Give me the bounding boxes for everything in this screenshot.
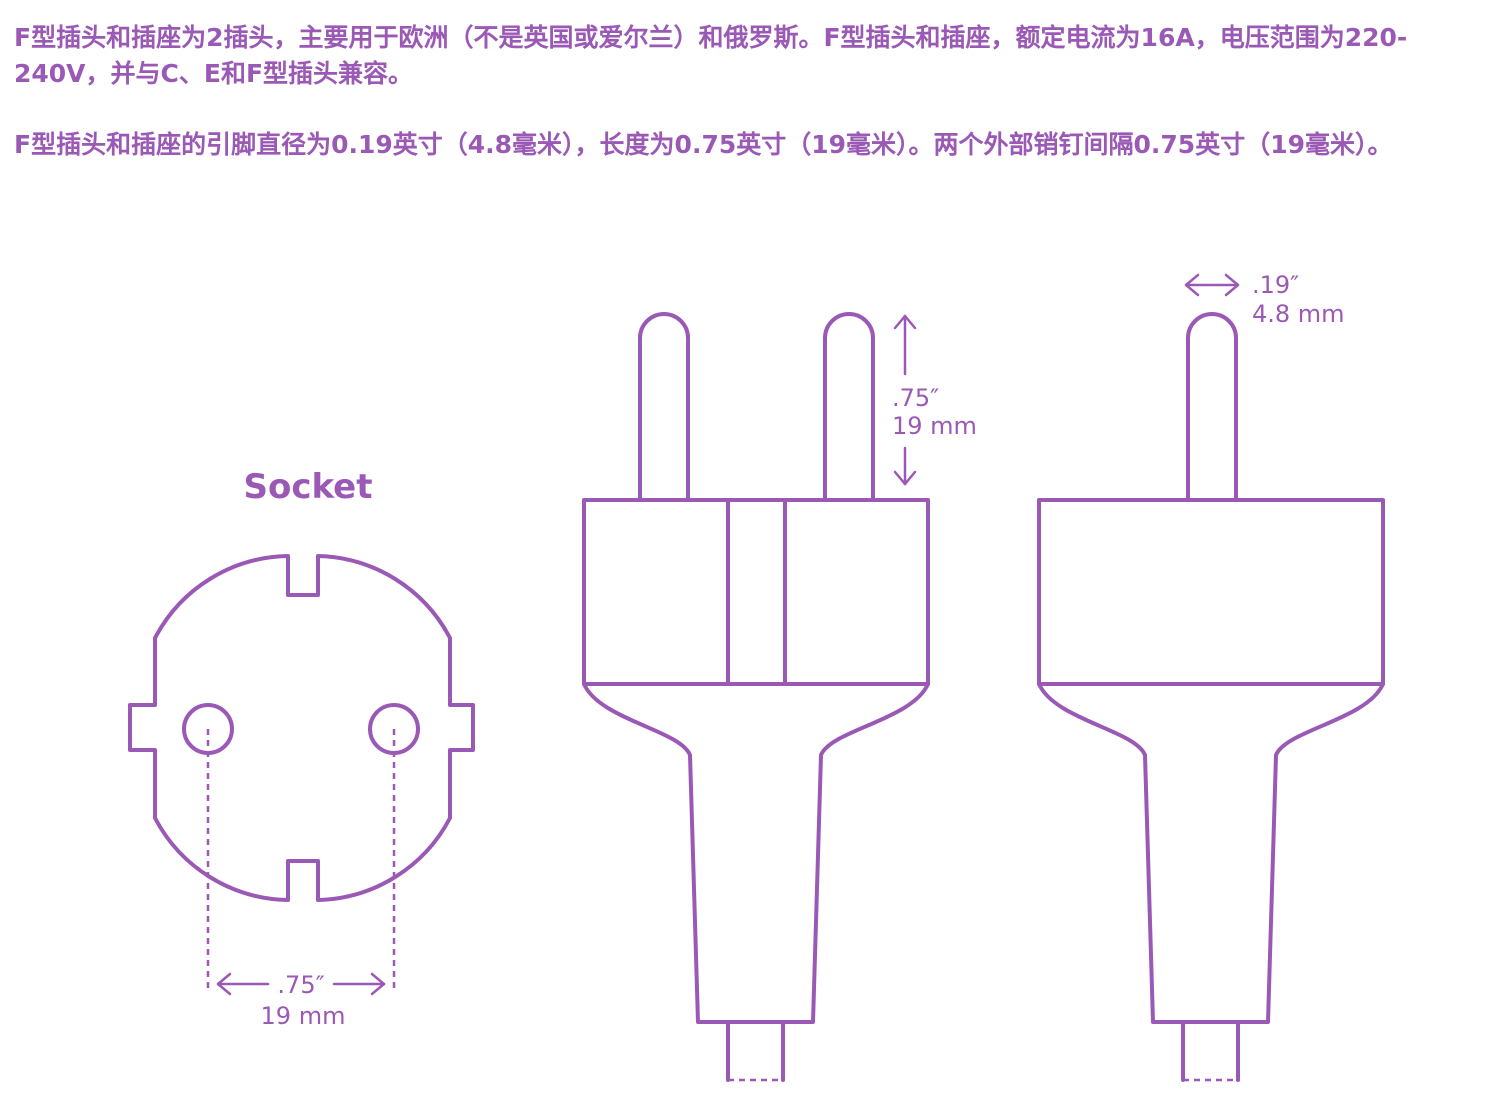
pin-length-inch: .75″ [892,384,939,412]
socket-spacing-inch: .75″ [277,971,324,999]
socket-spacing-mm: 19 mm [261,1002,346,1030]
plug-front-grip [582,682,930,1024]
plug-front [582,312,930,1082]
socket-title: Socket [243,467,372,507]
plug-side-pin [1186,312,1238,502]
plug-side [1037,312,1385,1082]
paragraph-intro: F型插头和插座为2插头，主要用于欧洲（不是英国或爱尔兰）和俄罗斯。F型插头和插座… [14,23,1408,88]
pin-length-arrow [893,314,917,486]
pin-diameter-inch: .19″ [1252,271,1299,299]
plug-front-pin-left [638,312,690,502]
plug-front-cable [726,1020,785,1082]
paragraph-dimensions: F型插头和插座的引脚直径为0.19英寸（4.8毫米），长度为0.75英寸（19毫… [14,130,1393,159]
plug-side-cable [1181,1020,1240,1082]
plug-side-body [1037,498,1385,686]
pin-length-mm: 19 mm [892,412,977,440]
socket-spacing-arrow [216,972,386,996]
plug-front-body [582,498,930,686]
plug-front-pin-right [823,312,875,502]
plug-side-grip [1037,682,1385,1024]
pin-diameter-arrow [1184,273,1240,297]
pin-diameter-mm: 4.8 mm [1252,300,1345,328]
socket-outline [128,554,475,902]
